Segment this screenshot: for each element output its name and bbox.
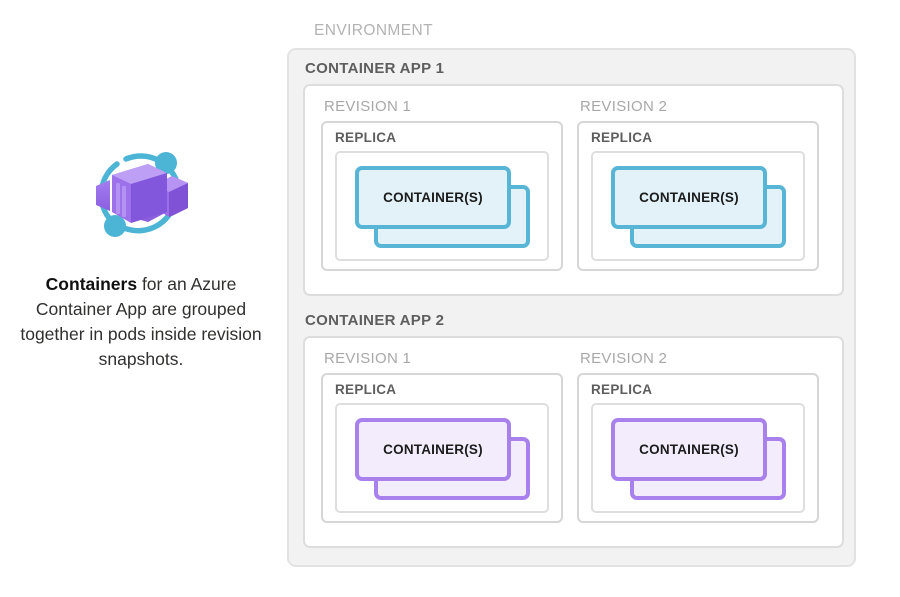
revision-2-app2: REVISION 2 REPLICA CONTAINER(S) (577, 350, 819, 523)
revision-1-app2-label: REVISION 1 (324, 350, 412, 367)
caption-rest: for an Azure Container App are grouped t… (20, 274, 262, 369)
replica-box-app2-rev1: REPLICA CONTAINER(S) (321, 373, 563, 523)
revisions-row-app1: REVISION 1 REPLICA CONTAINER(S) (321, 98, 826, 271)
container-stack-app2-rev2: CONTAINER(S) (611, 418, 786, 500)
revision-1-app2: REVISION 1 REPLICA CONTAINER(S) (321, 350, 563, 523)
revisions-row-app2: REVISION 1 REPLICA CONTAINER(S) (321, 350, 826, 523)
pod-box-app1-rev1: CONTAINER(S) (335, 151, 549, 261)
caption-text: Containers for an Azure Container App ar… (18, 272, 266, 372)
revision-2-app1: REVISION 2 REPLICA CONTAINER(S) (577, 98, 819, 271)
replica-label-app1-rev2: REPLICA (591, 130, 653, 145)
replica-label-app2-rev1: REPLICA (335, 382, 397, 397)
revision-1-app1-label: REVISION 1 (324, 98, 412, 115)
revision-2-app2-label: REVISION 2 (580, 350, 668, 367)
replica-box-app2-rev2: REPLICA CONTAINER(S) (577, 373, 819, 523)
revision-1-app1: REVISION 1 REPLICA CONTAINER(S) (321, 98, 563, 271)
replica-box-app1-rev2: REPLICA CONTAINER(S) (577, 121, 819, 271)
container-card-front-app2-rev1: CONTAINER(S) (355, 418, 511, 481)
environment-box: CONTAINER APP 1 REVISION 1 REPLICA CONTA… (287, 48, 856, 567)
container-stack-app2-rev1: CONTAINER(S) (355, 418, 530, 500)
caption-bold-lead: Containers (45, 274, 138, 294)
container-label-app1-rev1: CONTAINER(S) (383, 190, 483, 205)
container-label-app2-rev1: CONTAINER(S) (383, 442, 483, 457)
container-stack-app1-rev1: CONTAINER(S) (355, 166, 530, 248)
replica-label-app2-rev2: REPLICA (591, 382, 653, 397)
replica-box-app1-rev1: REPLICA CONTAINER(S) (321, 121, 563, 271)
container-app-2-box: REVISION 1 REPLICA CONTAINER(S) (303, 336, 844, 548)
caption-panel: Containers for an Azure Container App ar… (18, 138, 266, 372)
replica-label-app1-rev1: REPLICA (335, 130, 397, 145)
container-card-front-app1-rev2: CONTAINER(S) (611, 166, 767, 229)
azure-container-apps-icon-svg (96, 152, 188, 237)
container-card-front-app2-rev2: CONTAINER(S) (611, 418, 767, 481)
pod-box-app1-rev2: CONTAINER(S) (591, 151, 805, 261)
environment-label: ENVIRONMENT (314, 22, 433, 39)
container-card-front-app1-rev1: CONTAINER(S) (355, 166, 511, 229)
pod-box-app2-rev2: CONTAINER(S) (591, 403, 805, 513)
revision-2-app1-label: REVISION 2 (580, 98, 668, 115)
container-label-app1-rev2: CONTAINER(S) (639, 190, 739, 205)
container-app-1-label: CONTAINER APP 1 (305, 60, 445, 77)
pod-box-app2-rev1: CONTAINER(S) (335, 403, 549, 513)
container-app-1-box: REVISION 1 REPLICA CONTAINER(S) (303, 84, 844, 296)
container-app-group-1: CONTAINER APP 1 REVISION 1 REPLICA CONTA… (303, 60, 844, 296)
container-app-2-label: CONTAINER APP 2 (305, 312, 445, 329)
azure-container-apps-icon (18, 138, 266, 250)
container-label-app2-rev2: CONTAINER(S) (639, 442, 739, 457)
container-stack-app1-rev2: CONTAINER(S) (611, 166, 786, 248)
container-app-group-2: CONTAINER APP 2 REVISION 1 REPLICA CONTA… (303, 312, 844, 548)
